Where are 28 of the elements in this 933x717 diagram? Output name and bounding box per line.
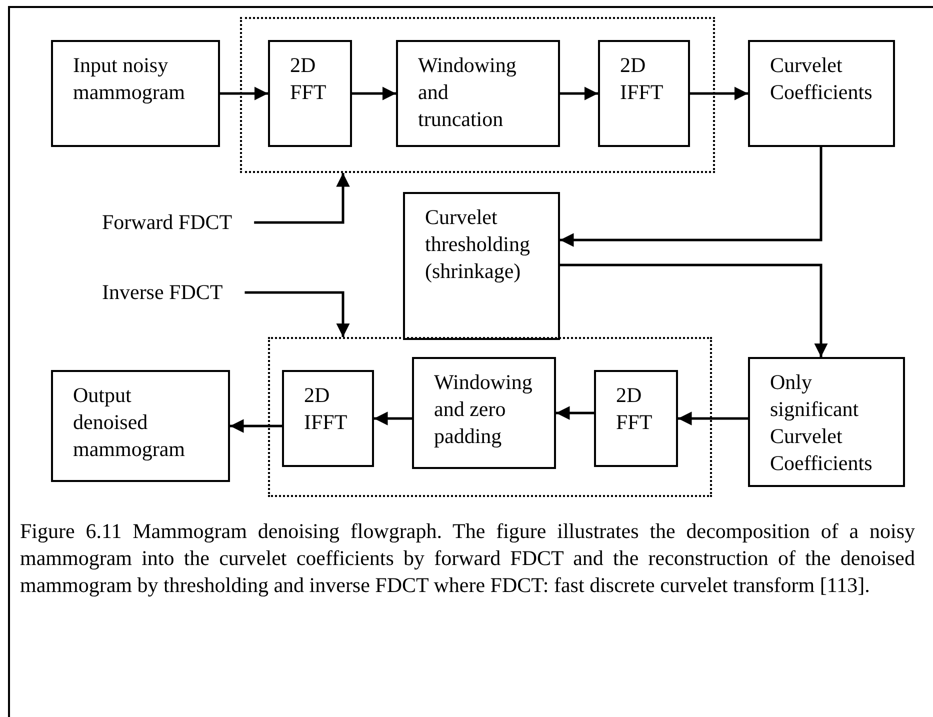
process-box: Output denoised mammogram bbox=[51, 370, 230, 482]
arrow bbox=[556, 406, 594, 420]
arrow bbox=[560, 147, 822, 247]
arrow bbox=[230, 419, 282, 433]
process-box: Windowing and zero padding bbox=[412, 357, 556, 469]
arrow bbox=[560, 264, 828, 357]
process-box: Windowing and truncation bbox=[396, 40, 560, 147]
arrow bbox=[244, 291, 350, 337]
arrow bbox=[352, 86, 396, 100]
process-box: Only significant Curvelet Coefficients bbox=[748, 357, 905, 487]
arrow bbox=[690, 86, 748, 100]
arrow bbox=[374, 412, 412, 426]
arrow bbox=[560, 86, 598, 100]
arrow bbox=[678, 412, 748, 426]
process-box: 2D IFFT bbox=[598, 40, 690, 147]
process-box: 2D IFFT bbox=[282, 370, 374, 467]
process-box: Curvelet Coefficients bbox=[748, 40, 895, 147]
figure-caption: Figure 6.11 Mammogram denoising flowgraph. The figure illustrates the decomposition of a noisy mammogram into the curvelet coefficients by forward FDCT and the reconstruction of the denoised mammogram by thresholding and inverse FDCT where FDCT: fast discrete curvelet transform [113]. bbox=[20, 518, 915, 599]
dotted-group-box bbox=[268, 337, 712, 497]
process-box: 2D FFT bbox=[594, 370, 678, 467]
process-box: Input noisy mammogram bbox=[51, 40, 220, 147]
arrow bbox=[254, 173, 350, 224]
annotation-label: Forward FDCT bbox=[102, 209, 232, 236]
arrow bbox=[220, 86, 268, 100]
annotation-label: Inverse FDCT bbox=[102, 279, 223, 306]
process-box: 2D FFT bbox=[268, 40, 352, 147]
dotted-group-box bbox=[240, 17, 715, 173]
process-box: Curvelet thresholding (shrinkage) bbox=[403, 192, 560, 340]
